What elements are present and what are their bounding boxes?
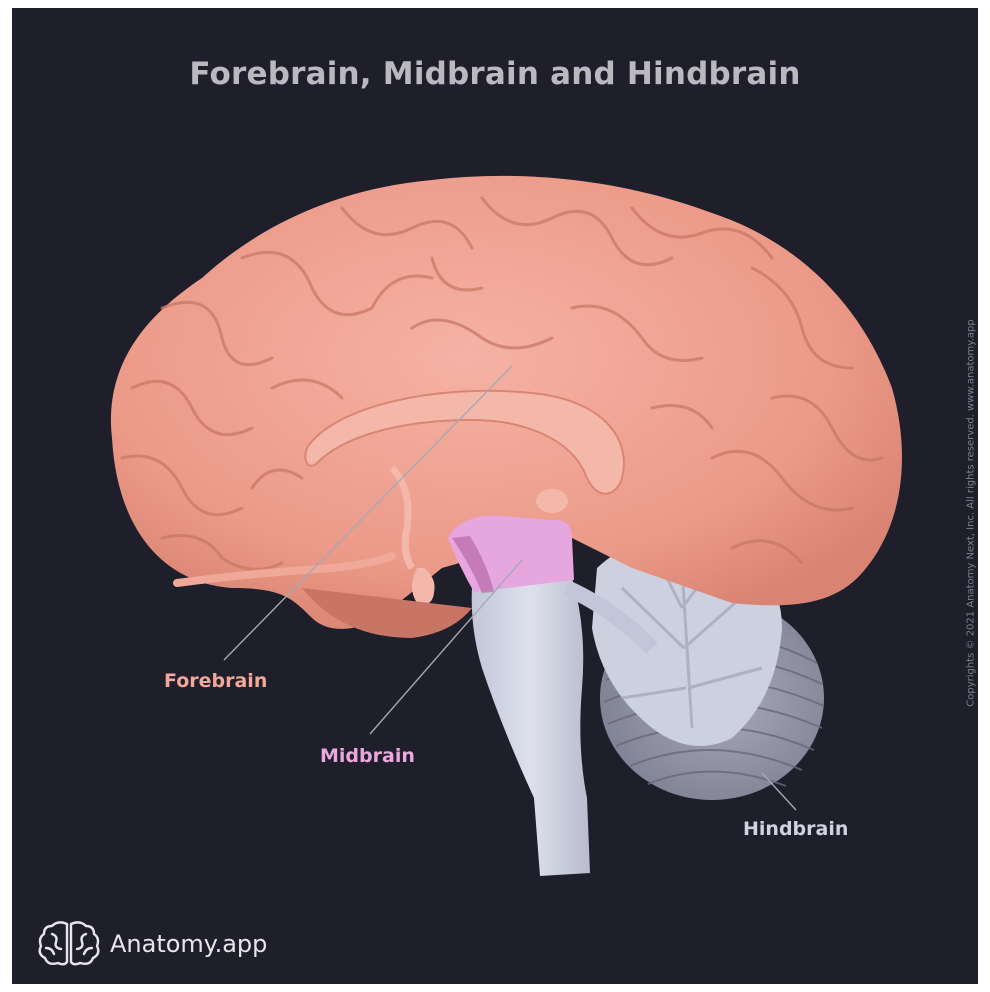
midbrain-label: Midbrain — [320, 745, 415, 767]
brain-logo-icon — [34, 918, 104, 968]
hindbrain-label: Hindbrain — [743, 818, 848, 840]
copyright-notice: Copyrights © 2021 Anatomy Next, Inc. All… — [964, 278, 978, 748]
forebrain-label: Forebrain — [164, 670, 267, 692]
midbrain-region — [448, 516, 574, 593]
logo-text: Anatomy.app — [110, 930, 267, 958]
copyright-text: Copyrights © 2021 Anatomy Next, Inc. All… — [966, 319, 977, 706]
diagram-canvas: Forebrain, Midbrain and Hindbrain — [12, 8, 978, 984]
